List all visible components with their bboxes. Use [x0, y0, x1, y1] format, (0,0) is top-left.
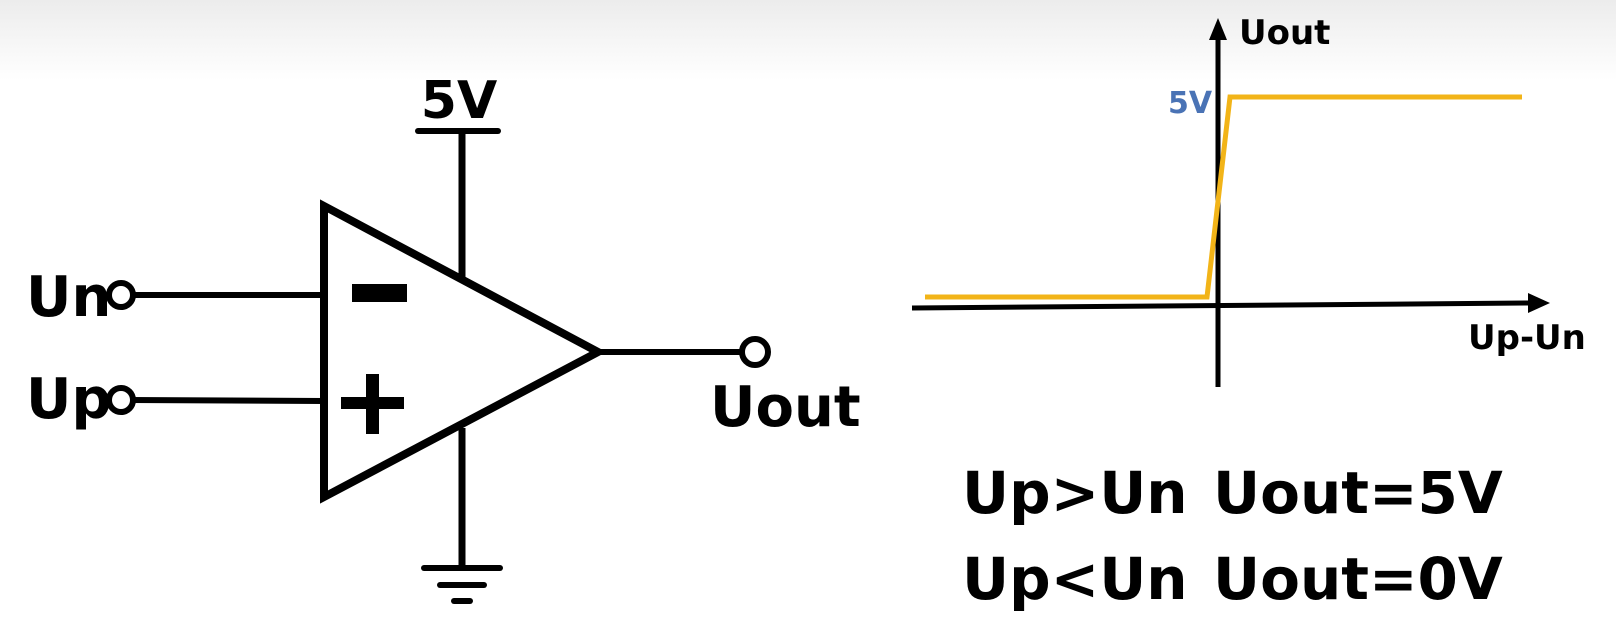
minus-sign-icon	[352, 284, 407, 302]
rule-result: Uout=0V	[1213, 545, 1503, 613]
output-label: Uout	[710, 375, 861, 440]
x-axis-arrow-icon	[1528, 293, 1550, 313]
op-amp-circuit: 5V Un Up	[26, 71, 861, 604]
plus-sign-icon	[341, 374, 404, 434]
transfer-curve	[925, 94, 1522, 300]
input-negative-terminal	[106, 280, 136, 310]
y-axis-label: Uout	[1239, 13, 1330, 53]
x-axis	[911, 300, 1531, 311]
ground-icon	[421, 565, 503, 604]
supply-label: 5V	[421, 71, 497, 131]
level-label: 5V	[1168, 86, 1213, 121]
input-positive-label: Up	[26, 367, 112, 432]
rule-condition: Up>Un	[962, 459, 1188, 527]
rule-result: Uout=5V	[1213, 459, 1503, 527]
input-positive-terminal	[106, 385, 136, 415]
x-axis-label: Up-Un	[1468, 318, 1586, 358]
header-shade	[0, 0, 1616, 80]
y-axis-arrow-icon	[1209, 18, 1227, 40]
rules-table: Up>Un Uout=5V Up<Un Uout=0V	[962, 459, 1503, 613]
input-positive-wire	[129, 397, 325, 404]
input-negative-label: Un	[26, 265, 111, 330]
output-terminal	[739, 336, 771, 368]
rule-condition: Up<Un	[962, 545, 1188, 613]
op-amp-triangle	[320, 199, 607, 504]
transfer-graph: Uout Up-Un 5V	[911, 13, 1586, 387]
